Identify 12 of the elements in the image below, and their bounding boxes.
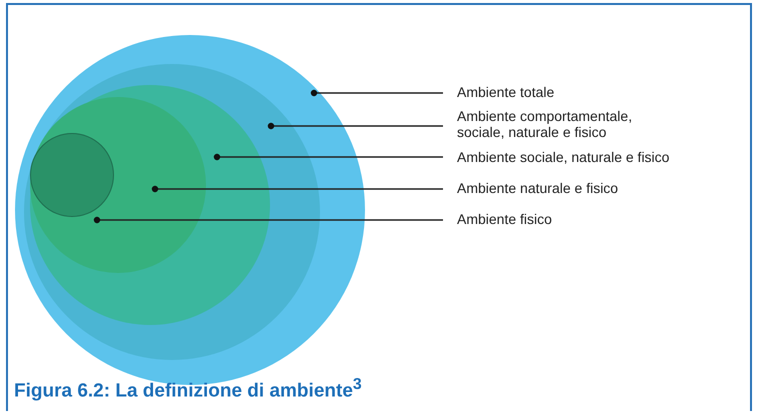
leader-line	[94, 216, 443, 224]
circle-region	[30, 133, 114, 217]
leader-line	[152, 186, 443, 192]
figure-caption: Figura 6.2: La definizione di ambiente$^{3}$	[14, 376, 362, 402]
leader-line	[268, 122, 443, 130]
label-text: Ambiente totale	[457, 84, 554, 100]
label-text: Ambiente comportamentale, sociale, naturale e fisico	[457, 108, 672, 140]
leader-line	[310, 90, 443, 96]
leader-line	[214, 154, 443, 160]
label-text: Ambiente fisico	[457, 211, 552, 227]
label-text: Ambiente naturale e fisico	[457, 180, 618, 196]
label-text: Ambiente sociale, naturale e fisico	[457, 149, 670, 165]
